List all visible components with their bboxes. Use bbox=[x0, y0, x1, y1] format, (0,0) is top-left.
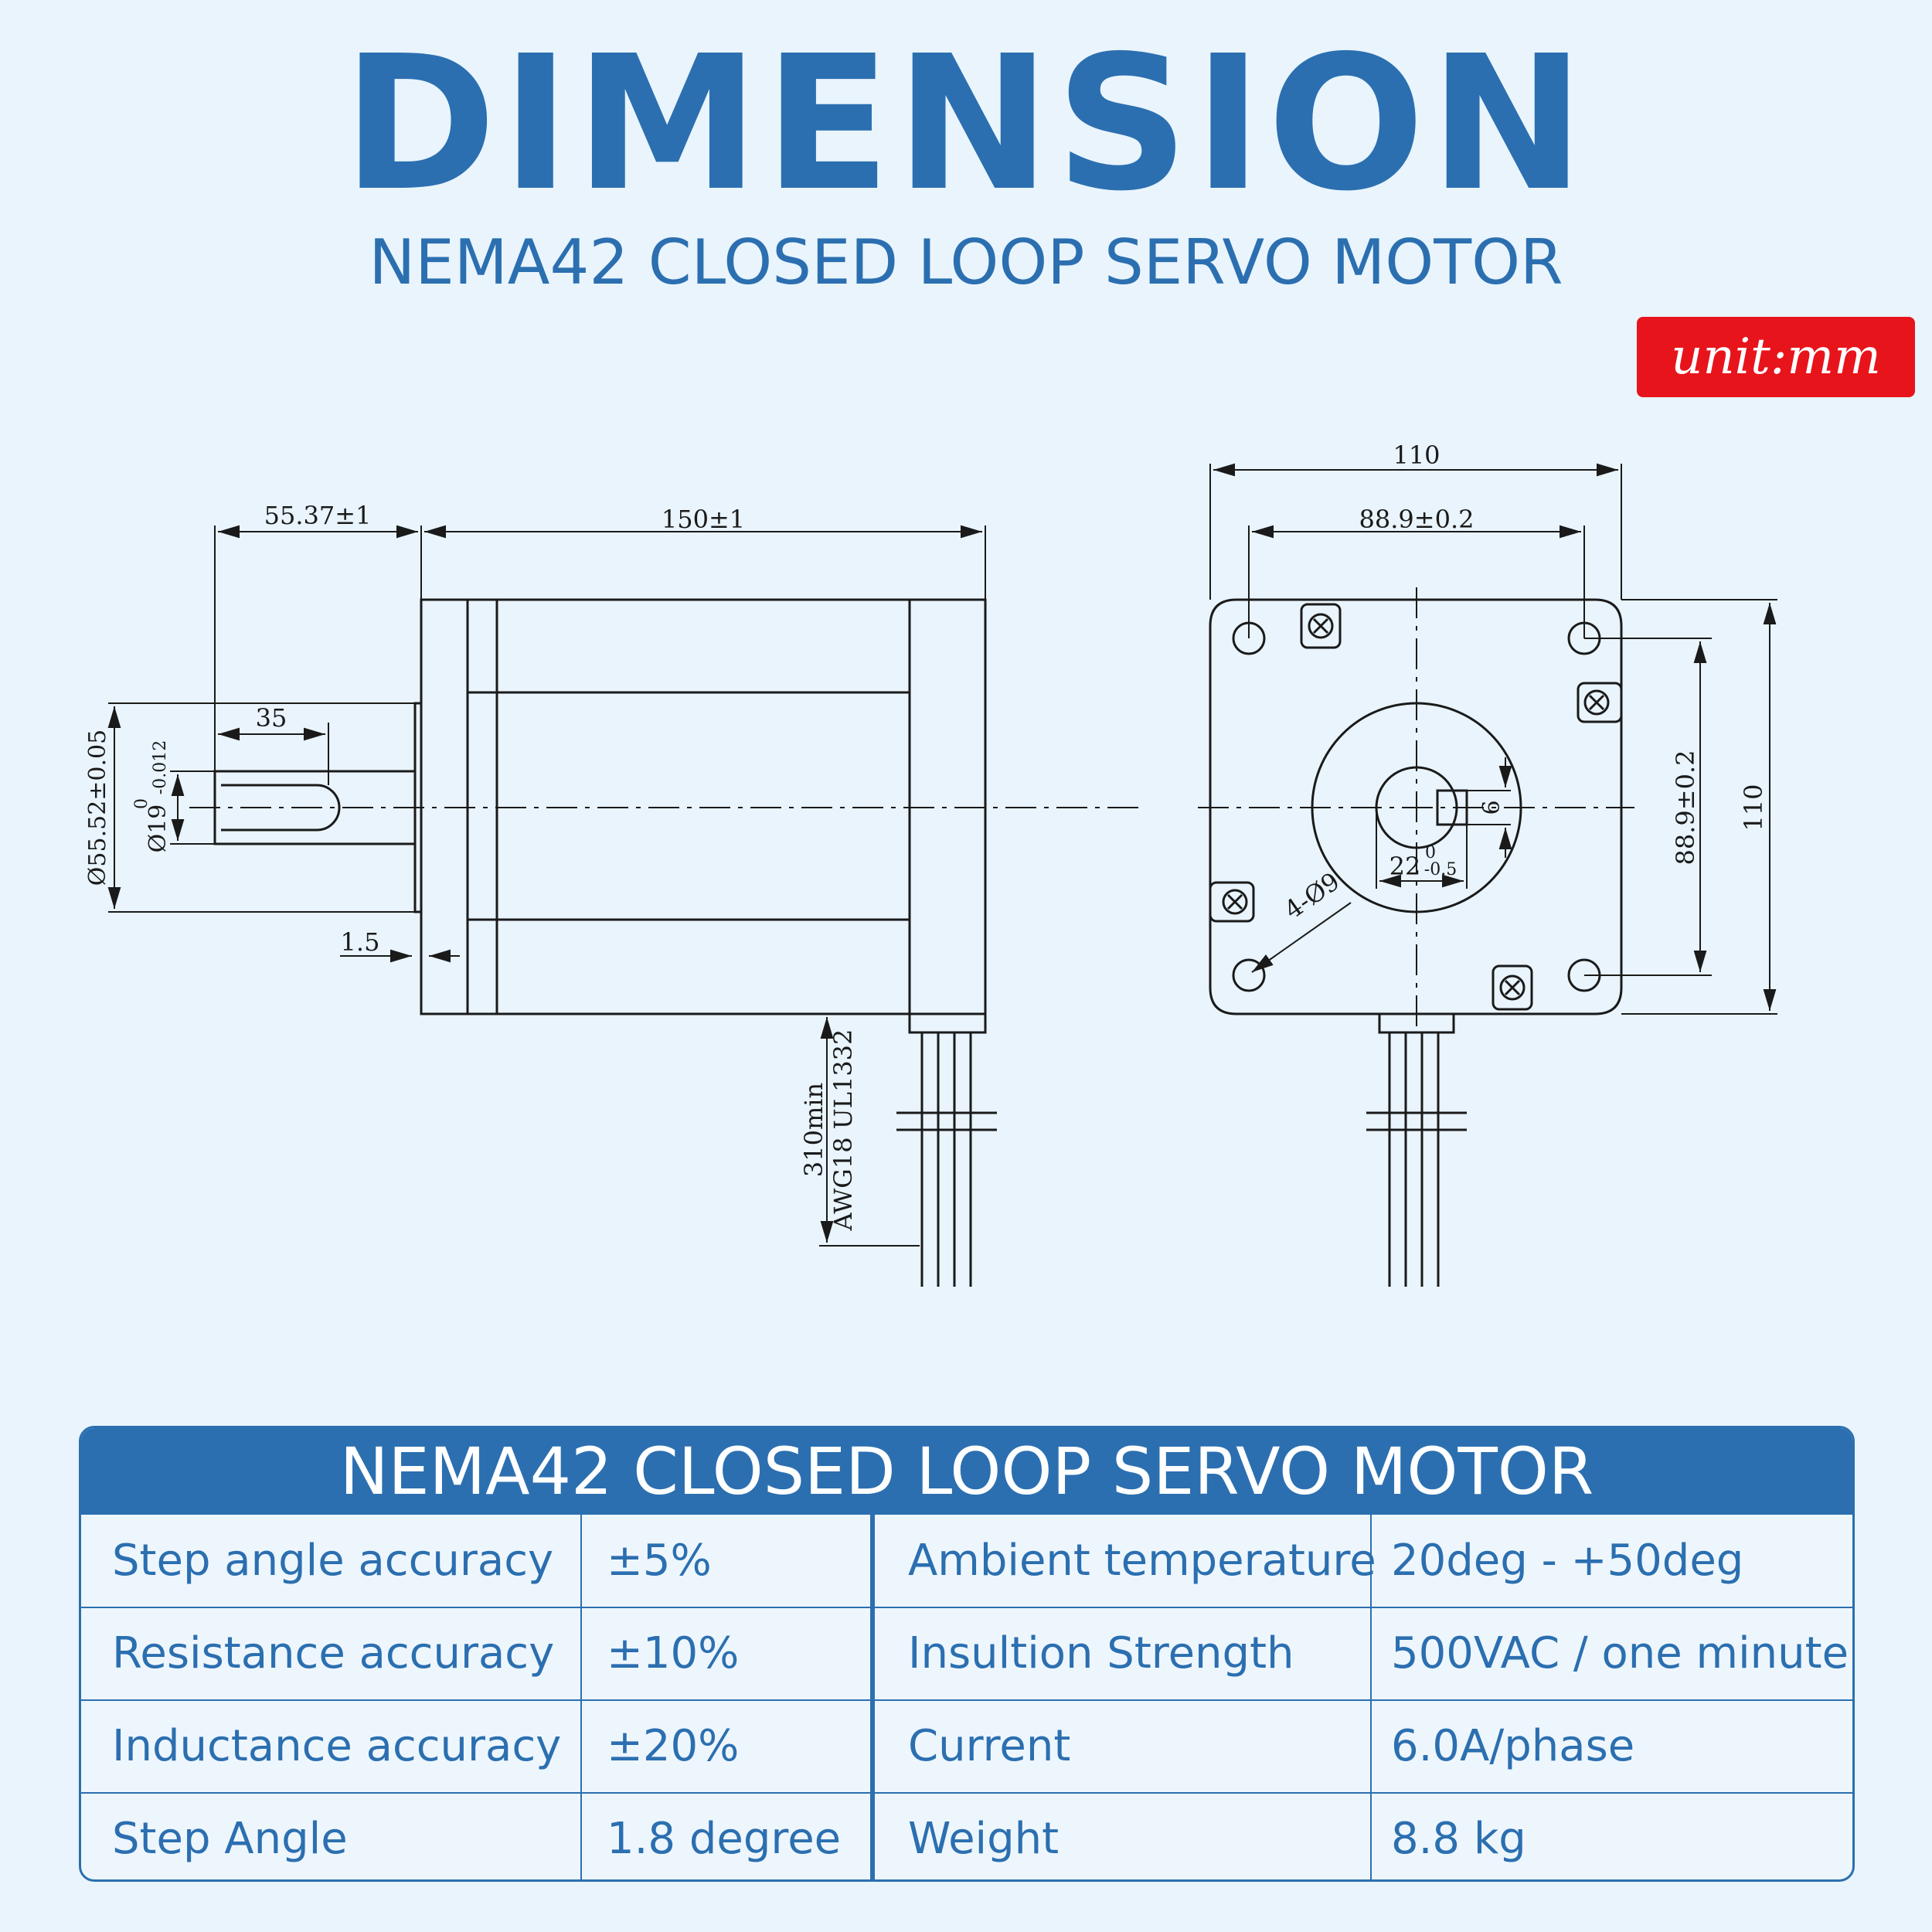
unit-badge: unit:mm bbox=[1637, 317, 1915, 397]
spec-table-title: NEMA42 CLOSED LOOP SERVO MOTOR bbox=[81, 1428, 1852, 1515]
page-title: DIMENSION bbox=[342, 15, 1590, 232]
spec-value: 1.8 degree bbox=[607, 1814, 842, 1864]
front-view bbox=[1198, 463, 1777, 1287]
dim-lead-length: 310min bbox=[799, 1083, 828, 1177]
dim-shaft-tol-upper: 0 bbox=[132, 798, 151, 809]
spec-value: 500VAC / one minute bbox=[1391, 1628, 1849, 1679]
dim-hole-spacing-v: 88.9±0.2 bbox=[1671, 750, 1700, 866]
screw-icon bbox=[1577, 682, 1623, 723]
dim-key-width: 6 bbox=[1478, 800, 1505, 815]
screw-icon bbox=[1209, 881, 1255, 923]
dim-shaft-length: 35 bbox=[256, 703, 287, 733]
column-divider bbox=[580, 1515, 582, 1879]
spec-value: ±5% bbox=[607, 1536, 712, 1586]
spec-value: 6.0A/phase bbox=[1391, 1721, 1635, 1771]
row-divider bbox=[81, 1792, 1852, 1794]
spec-value: 20deg - +50deg bbox=[1391, 1536, 1744, 1586]
screw-icon bbox=[1492, 964, 1533, 1011]
spec-table-body: Step angle accuracy ±5% Ambient temperat… bbox=[81, 1515, 1852, 1879]
table-row: Step Angle 1.8 degree Weight 8.8 kg bbox=[81, 1793, 1852, 1879]
spec-value: ±20% bbox=[607, 1721, 740, 1771]
dim-hole-spacing-h: 88.9±0.2 bbox=[1359, 505, 1475, 534]
dim-flat-tol-upper: 0 bbox=[1425, 843, 1436, 862]
dim-shaft-flat: 22 bbox=[1389, 852, 1421, 881]
row-divider bbox=[81, 1607, 1852, 1608]
spec-label: Insultion Strength bbox=[908, 1628, 1294, 1679]
spec-value: 8.8 kg bbox=[1391, 1814, 1526, 1864]
table-row: Inductance accuracy ±20% Current 6.0A/ph… bbox=[81, 1700, 1852, 1793]
dim-pilot-diameter: Ø55.52±0.05 bbox=[84, 730, 111, 886]
column-divider bbox=[1370, 1515, 1372, 1879]
spec-label: Current bbox=[908, 1721, 1071, 1771]
dim-mount-holes: 4-Ø9 bbox=[1279, 866, 1345, 925]
spec-label: Step Angle bbox=[112, 1814, 348, 1864]
dim-flat-tol-lower: -0.5 bbox=[1424, 860, 1457, 879]
spec-value: ±10% bbox=[607, 1628, 740, 1679]
dim-shaft-diameter: Ø19 bbox=[145, 804, 172, 853]
side-view bbox=[107, 525, 1140, 1287]
page-subtitle: NEMA42 CLOSED LOOP SERVO MOTOR bbox=[369, 226, 1563, 298]
dim-body-length: 150±1 bbox=[662, 505, 745, 534]
center-divider bbox=[870, 1515, 875, 1879]
dimension-drawing: 55.37±1 150±1 35 Ø55.52±0.05 Ø19 0 -0.01… bbox=[84, 440, 1777, 1287]
table-row: Resistance accuracy ±10% Insultion Stren… bbox=[81, 1607, 1852, 1700]
dim-front-width: 110 bbox=[1393, 440, 1440, 470]
dim-shaft-offset: 55.37±1 bbox=[264, 501, 372, 530]
spec-label: Ambient temperature bbox=[908, 1536, 1376, 1586]
spec-label: Step angle accuracy bbox=[112, 1536, 554, 1586]
dim-flange-thickness: 1.5 bbox=[341, 927, 380, 957]
screw-icon bbox=[1300, 603, 1342, 649]
spec-table: NEMA42 CLOSED LOOP SERVO MOTOR Step angl… bbox=[79, 1426, 1855, 1882]
row-divider bbox=[81, 1699, 1852, 1701]
spec-label: Inductance accuracy bbox=[112, 1721, 562, 1771]
table-row: Step angle accuracy ±5% Ambient temperat… bbox=[81, 1515, 1852, 1607]
spec-label: Weight bbox=[908, 1814, 1060, 1864]
dim-shaft-tol-lower: -0.012 bbox=[151, 740, 170, 794]
dim-lead-wire: AWG18 UL1332 bbox=[828, 1029, 858, 1232]
dim-front-height: 110 bbox=[1739, 784, 1768, 831]
spec-label: Resistance accuracy bbox=[112, 1628, 555, 1679]
